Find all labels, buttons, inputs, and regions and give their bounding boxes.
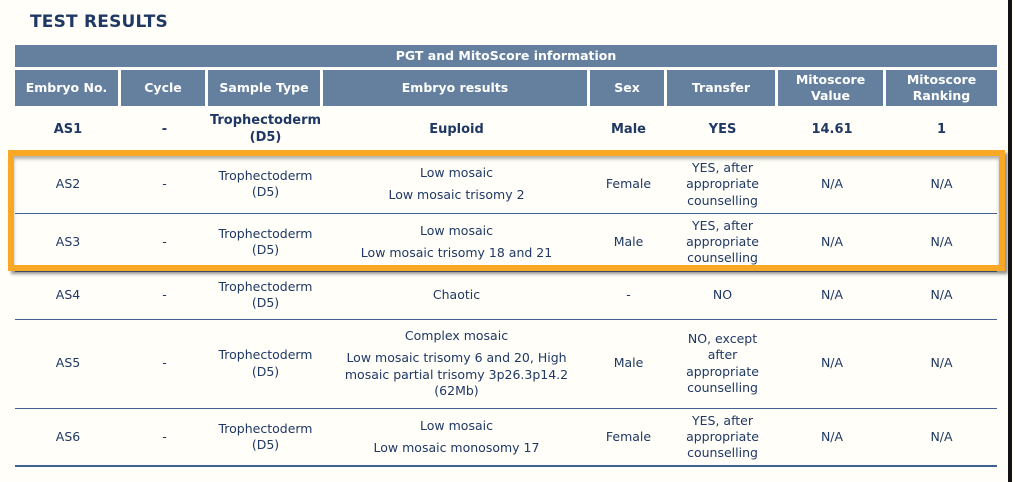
table-row: AS1 - Trophectoderm (D5) Euploid Male YES 14.6… <box>15 106 997 154</box>
column-header-transfer: Transfer <box>667 70 778 106</box>
result-line: Low mosaic trisomy 6 and 20, High mosaic… <box>344 350 569 398</box>
cell-sample-type: Trophectoderm (D5) <box>218 278 313 310</box>
cell-embryo-no: AS2 <box>55 176 81 192</box>
cell-mitoscore-value: N/A <box>820 355 844 371</box>
cell-transfer: YES <box>708 121 737 137</box>
results-table: PGT and MitoScore information Embryo No.… <box>15 45 997 468</box>
cell-mitoscore-value: N/A <box>820 286 844 302</box>
cell-embryo-no: AS6 <box>55 428 81 444</box>
cell-sample-type: Trophectoderm (D5) <box>218 420 313 452</box>
column-header-sex: Sex <box>590 70 667 106</box>
table-row: AS4 - Trophectoderm (D5) Chaotic - NO N/A N/A <box>15 270 997 319</box>
cell-embryo-results: Euploid <box>323 106 590 154</box>
cell-mitoscore-value: 14.61 <box>811 121 853 137</box>
cell-embryo-no: AS3 <box>55 234 81 249</box>
cell-sex: Female <box>605 176 652 192</box>
result-line: Low mosaic trisomy 18 and 21 <box>360 245 553 261</box>
cell-sex: Male <box>613 355 644 371</box>
cell-sample-type: Trophectoderm (D5) <box>209 113 322 145</box>
result-line: Chaotic <box>432 286 481 302</box>
cell-sex: - <box>626 286 631 302</box>
cell-embryo-no: AS4 <box>55 286 81 302</box>
cell-cycle: - <box>161 121 168 137</box>
column-header-cycle: Cycle <box>121 70 208 106</box>
cell-mitoscore-ranking: N/A <box>930 355 953 371</box>
result-line: Low mosaic <box>420 222 493 238</box>
column-header-mitoscore-ranking: Mitoscore Ranking <box>886 70 997 106</box>
column-header-embryo-no: Embryo No. <box>15 70 121 106</box>
result-line: Low mosaic <box>420 417 493 433</box>
cell-cycle: - <box>162 234 167 249</box>
cell-transfer: YES, after appropriate counselling <box>686 160 759 208</box>
cell-cycle: - <box>162 176 167 192</box>
result-line: Low mosaic monosomy 17 <box>373 439 540 455</box>
page-title: TEST RESULTS <box>30 12 168 32</box>
cell-transfer: YES, after appropriate counselling <box>686 412 759 461</box>
cell-transfer: NO, except after appropriate counselling <box>686 331 759 395</box>
column-header-embryo-results: Embryo results <box>323 70 590 106</box>
result-line: Complex mosaic <box>404 328 509 343</box>
cell-mitoscore-value: N/A <box>820 176 844 192</box>
cell-cycle: - <box>162 428 167 444</box>
cell-sample-type: Trophectoderm (D5) <box>218 168 313 200</box>
cell-mitoscore-ranking: N/A <box>930 286 953 302</box>
result-line: Low mosaic <box>420 165 493 181</box>
cell-transfer: YES, after appropriate counselling <box>686 217 759 266</box>
cell-sex: Male <box>611 121 646 137</box>
column-header-mitoscore-value: Mitoscore Value <box>778 70 886 106</box>
cell-embryo-results: Chaotic <box>323 272 590 319</box>
cell-sample-type: Trophectoderm (D5) <box>218 347 313 379</box>
column-header-sample-type: Sample Type <box>208 70 323 106</box>
result-line: Euploid <box>429 121 484 137</box>
cell-transfer: NO <box>712 286 733 302</box>
cell-mitoscore-value: N/A <box>820 428 844 444</box>
cell-embryo-no: AS5 <box>55 355 81 371</box>
table-band-title: PGT and MitoScore information <box>15 45 997 67</box>
cell-sample-type: Trophectoderm (D5) <box>218 225 313 258</box>
cell-mitoscore-ranking: N/A <box>930 234 953 249</box>
cell-mitoscore-ranking: N/A <box>930 176 953 192</box>
window-right-border <box>1008 0 1012 482</box>
cell-embryo-no: AS1 <box>53 121 83 137</box>
result-line: Low mosaic trisomy 2 <box>388 187 525 203</box>
cell-mitoscore-value: N/A <box>820 234 844 249</box>
cell-cycle: - <box>162 355 167 371</box>
cell-mitoscore-ranking: N/A <box>930 428 953 444</box>
cell-sex: Female <box>605 428 652 444</box>
cell-cycle: - <box>162 286 167 302</box>
cell-sex: Male <box>613 234 644 249</box>
cell-mitoscore-ranking: 1 <box>936 121 947 137</box>
